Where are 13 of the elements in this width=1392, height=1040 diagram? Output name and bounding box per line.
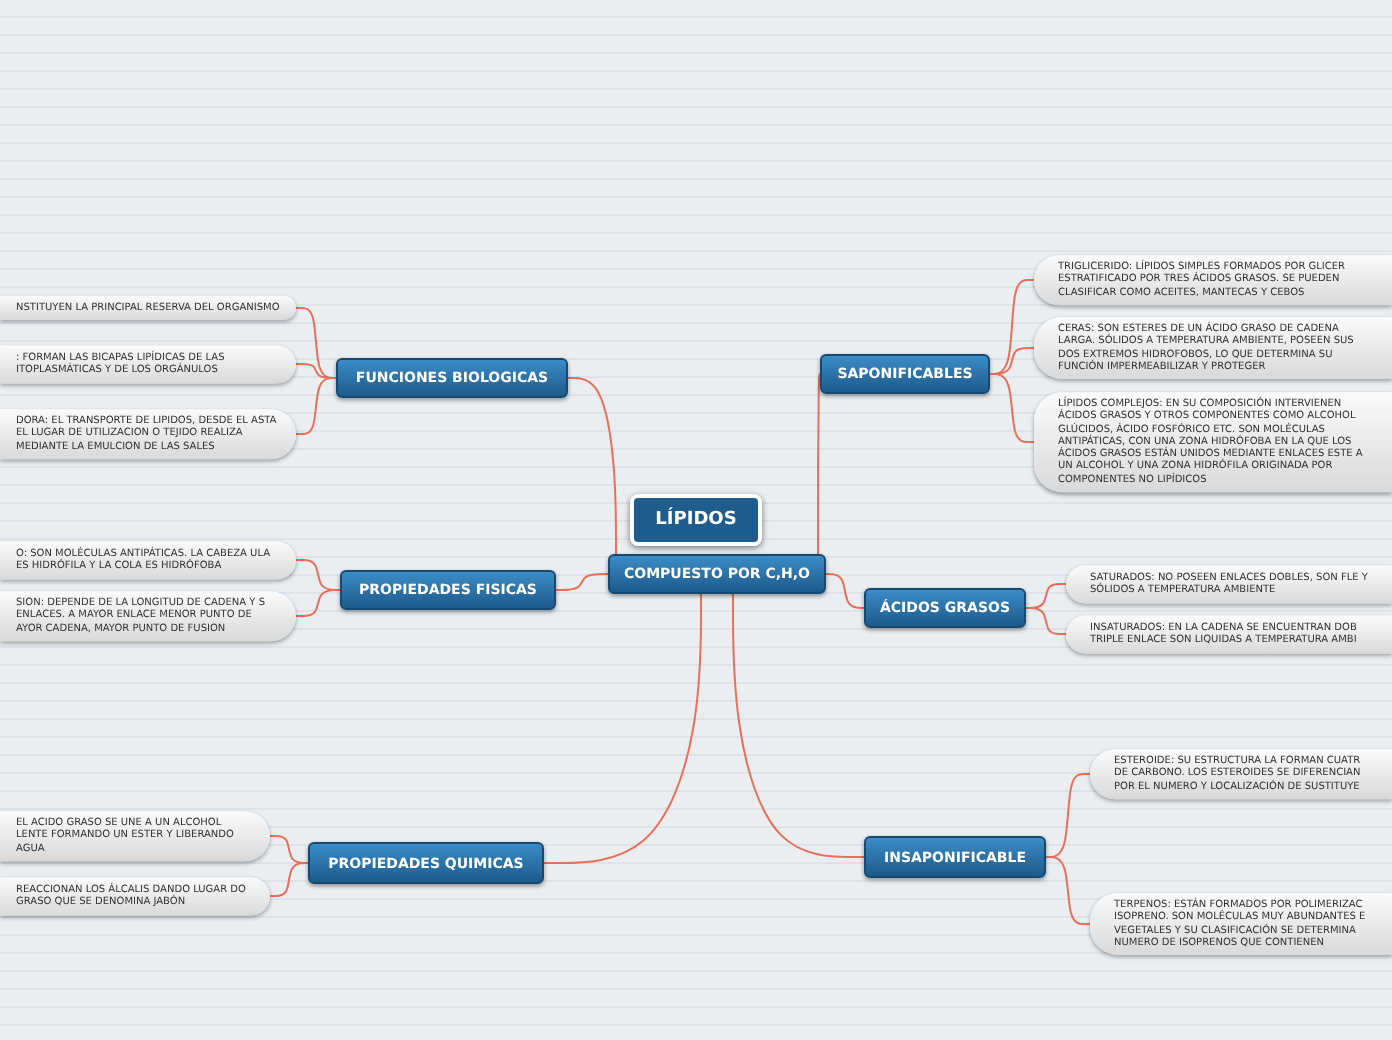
connector-line bbox=[295, 377, 337, 435]
connector-line bbox=[269, 862, 309, 897]
connector-line bbox=[817, 373, 821, 555]
connector-line bbox=[543, 593, 702, 864]
connector-line bbox=[1045, 856, 1091, 925]
connector-line bbox=[295, 589, 341, 617]
connector-line bbox=[825, 573, 865, 609]
central-topic: LÍPIDOS bbox=[630, 494, 762, 546]
connector-line bbox=[732, 593, 865, 858]
connector-line bbox=[1025, 607, 1067, 635]
connector-line bbox=[989, 373, 1035, 443]
connector-line bbox=[555, 573, 609, 591]
connector-line bbox=[567, 377, 617, 555]
